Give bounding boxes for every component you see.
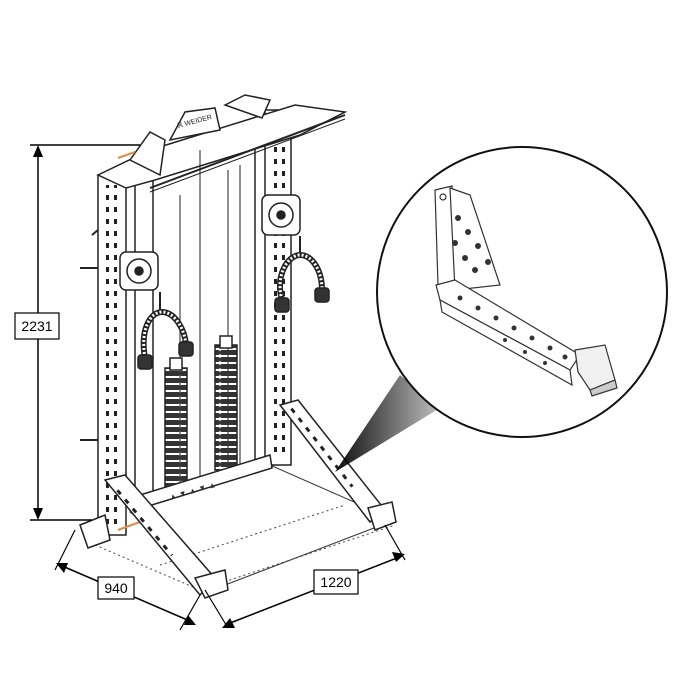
rope-handle-left [137,292,194,370]
accent-mark-top [117,151,136,159]
width-label: 1220 [320,574,351,590]
detail-circle [376,146,668,438]
weight-stack-right [214,344,238,471]
height-label-box [14,312,60,340]
rope-handle-right [274,236,330,313]
depth-label: 940 [104,580,128,596]
pulley-left [119,251,159,291]
height-label: 2231 [21,318,52,334]
dimension-height: 2231 [14,144,140,521]
width-label-box [313,569,359,595]
front-left-foot [79,474,229,599]
depth-label-box [97,576,135,600]
pulley-right [261,194,301,236]
floor-edge-dotted [94,524,396,591]
accent-mark-bottom [117,521,141,531]
top-crossmember [96,104,348,189]
functional-trainer-rack: ℝ WEIDER [79,94,397,599]
detail-pointer [335,375,440,472]
weight-stack-left [164,367,188,491]
top-plate-left [128,131,166,177]
top-plate-center [168,107,221,142]
stabilizer-foot-detail [434,185,618,397]
dimension-width: 1220 [204,524,406,629]
dimension-depth: 940 [54,529,201,631]
top-plate-right [223,94,272,119]
